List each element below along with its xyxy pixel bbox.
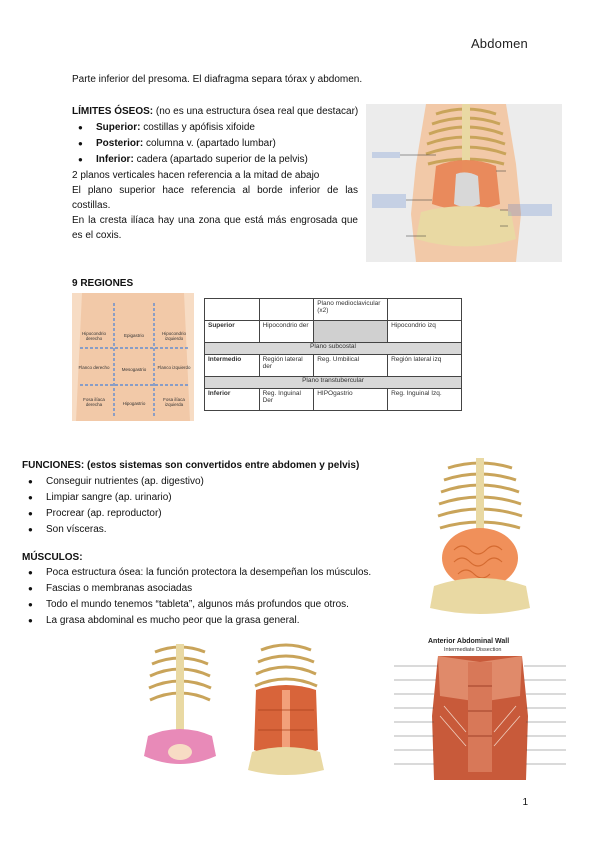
anterior-abdominal-wall-figure: Anterior Abdominal Wall Intermediate Dis…: [388, 634, 572, 782]
table-cell: Reg. Inguinal Der: [258, 388, 315, 411]
torso-skeleton-illustration: [366, 104, 562, 262]
list-item: Todo el mundo tenemos “tableta”, algunos…: [22, 597, 371, 613]
list-item: Inferior: cadera (apartado superior de l…: [72, 152, 308, 168]
limites-p1: 2 planos verticales hacen referencia a l…: [72, 170, 320, 181]
region-label: Flanco izquierdo: [157, 365, 191, 370]
intro-paragraph: Parte inferior del presoma. El diafragma…: [72, 74, 363, 85]
table-cell: HIPOgastrio: [313, 388, 389, 411]
region-label: Hipogastrio: [122, 401, 146, 406]
table-cell: Región lateral der: [258, 354, 315, 377]
region-label: Fosa ilíaca derecha: [83, 397, 105, 407]
funciones-list: Conseguir nutrientes (ap. digestivo) Lim…: [22, 474, 204, 538]
limites-text: 2 planos verticales hacen referencia a l…: [72, 168, 358, 243]
regions-table: Plano medioclavicular (x2) Superior Hipo…: [204, 298, 462, 411]
table-cell: Plano subcostal: [204, 342, 462, 355]
limites-list: Superior: costillas y apófisis xifoide P…: [72, 120, 308, 168]
abdominal-muscle-figure: [236, 640, 336, 778]
list-item: Superior: costillas y apófisis xifoide: [72, 120, 308, 136]
nine-regions-illustration: [72, 293, 194, 421]
list-item: Son vísceras.: [22, 522, 204, 538]
limites-heading-note: (no es una estructura ósea real que dest…: [155, 106, 359, 117]
table-cell: Reg. Inguinal Izq.: [387, 388, 462, 411]
table-row: Plano medioclavicular (x2): [204, 298, 462, 321]
page-number: 1: [522, 797, 528, 808]
pelvis-skeleton-illustration: [130, 640, 230, 778]
region-label: Mesogastrio: [121, 367, 147, 372]
table-cell: Plano transtubercular: [204, 376, 462, 389]
funciones-heading-line: FUNCIONES: (estos sistemas son convertid…: [22, 458, 359, 473]
table-cell: Inferior: [204, 388, 260, 411]
nine-regions-figure: Hipocondrio derecho Epigastrio Hipocondr…: [72, 293, 194, 421]
table-row: Inferior Reg. Inguinal Der HIPOgastrio R…: [204, 388, 462, 411]
region-label: Epigastrio: [123, 333, 144, 338]
page-header-title: Abdomen: [470, 36, 528, 51]
list-item: Conseguir nutrientes (ap. digestivo): [22, 474, 204, 490]
table-cell: Plano medioclavicular (x2): [313, 298, 389, 321]
region-label: Hipocondrio izquierdo: [161, 331, 186, 341]
ribcage-viscera-illustration: [418, 458, 542, 618]
musculos-list: Poca estructura ósea: la función protect…: [22, 565, 371, 629]
list-item: Fascias o membranas asociadas: [22, 581, 371, 597]
region-label: Flanco derecho: [78, 365, 110, 370]
table-cell: Reg. Umbilical: [313, 354, 389, 377]
list-item: La grasa abdominal es mucho peor que la …: [22, 613, 371, 629]
table-row: Plano subcostal: [204, 342, 462, 355]
table-cell: Intermedio: [204, 354, 260, 377]
figure-title: Anterior Abdominal Wall: [428, 638, 510, 645]
region-label: Hipocondrio derecho: [81, 331, 106, 341]
list-item: Limpiar sangre (ap. urinario): [22, 490, 204, 506]
table-cell: Hipocondrio der: [258, 320, 315, 343]
ribcage-viscera-figure: [418, 458, 542, 618]
limites-heading: LÍMITES ÓSEOS:: [72, 106, 154, 117]
limites-heading-line: LÍMITES ÓSEOS: (no es una estructura óse…: [72, 104, 358, 119]
regiones-heading: 9 REGIONES: [72, 278, 134, 289]
region-label: Fosa ilíaca izquierda: [163, 397, 185, 407]
table-row: Intermedio Región lateral der Reg. Umbil…: [204, 354, 462, 377]
table-cell: Región lateral izq: [387, 354, 462, 377]
limites-p2: El plano superior hace referencia al bor…: [72, 185, 358, 211]
table-cell: [313, 320, 389, 343]
table-row: Superior Hipocondrio der Hipocondrio izq: [204, 320, 462, 343]
table-cell: Hipocondrio izq: [387, 320, 462, 343]
figure-subtitle: Intermediate Dissection: [444, 647, 502, 653]
list-item: Posterior: columna v. (apartado lumbar): [72, 136, 308, 152]
funciones-heading-note: (estos sistemas son convertidos entre ab…: [87, 460, 360, 471]
table-row: Plano transtubercular: [204, 376, 462, 389]
abdominal-muscle-illustration: [236, 640, 336, 778]
abdominal-wall-dissection-illustration: [394, 656, 566, 780]
abdomen-skeleton-figure: [366, 104, 562, 262]
musculos-heading: MÚSCULOS:: [22, 552, 83, 563]
list-item: Poca estructura ósea: la función protect…: [22, 565, 371, 581]
pelvis-skeleton-figure: [130, 640, 230, 778]
table-cell: Superior: [204, 320, 260, 343]
list-item: Procrear (ap. reproductor): [22, 506, 204, 522]
funciones-heading: FUNCIONES:: [22, 460, 85, 471]
limites-p3: En la cresta ilíaca hay una zona que est…: [72, 215, 358, 241]
